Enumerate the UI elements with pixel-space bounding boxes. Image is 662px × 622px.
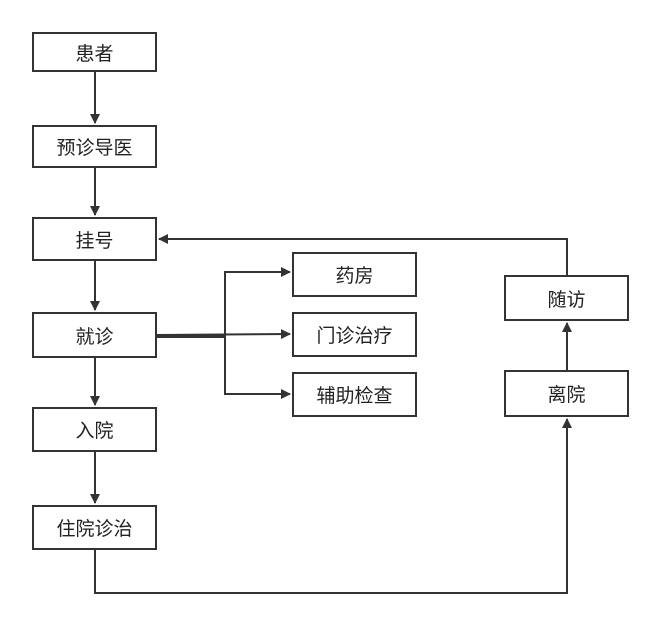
node-admission: 入院 [32,407,157,452]
node-label: 药房 [335,265,374,287]
edge-consultation-to-pharmacy [157,267,291,337]
edge-follow-up-to-registration [158,234,568,275]
node-inpatient-treatment: 住院诊治 [32,505,157,550]
node-label: 预诊导医 [56,137,133,159]
node-label: 门诊治疗 [316,325,393,347]
node-patient: 患者 [32,32,157,72]
node-label: 患者 [75,42,114,65]
node-consultation: 就诊 [32,312,157,358]
node-label: 离院 [547,384,586,406]
node-follow-up: 随访 [504,275,629,321]
node-label: 住院诊治 [56,518,133,540]
edge-consultation-to-auxiliary [157,336,291,399]
node-label: 就诊 [75,325,114,348]
node-outpatient-treatment: 门诊治疗 [292,312,417,357]
edge-inpatient-to-discharge [94,418,572,594]
node-triage: 预诊导医 [32,125,157,168]
node-label: 挂号 [75,229,114,252]
node-label: 辅助检查 [316,385,393,407]
node-label: 入院 [75,420,114,442]
node-label: 随访 [547,288,586,311]
edge-consultation-to-outpatient [156,329,291,340]
node-registration: 挂号 [32,217,157,261]
node-discharge: 离院 [504,370,629,417]
node-auxiliary-exam: 辅助检查 [292,372,417,417]
node-pharmacy: 药房 [292,252,417,297]
